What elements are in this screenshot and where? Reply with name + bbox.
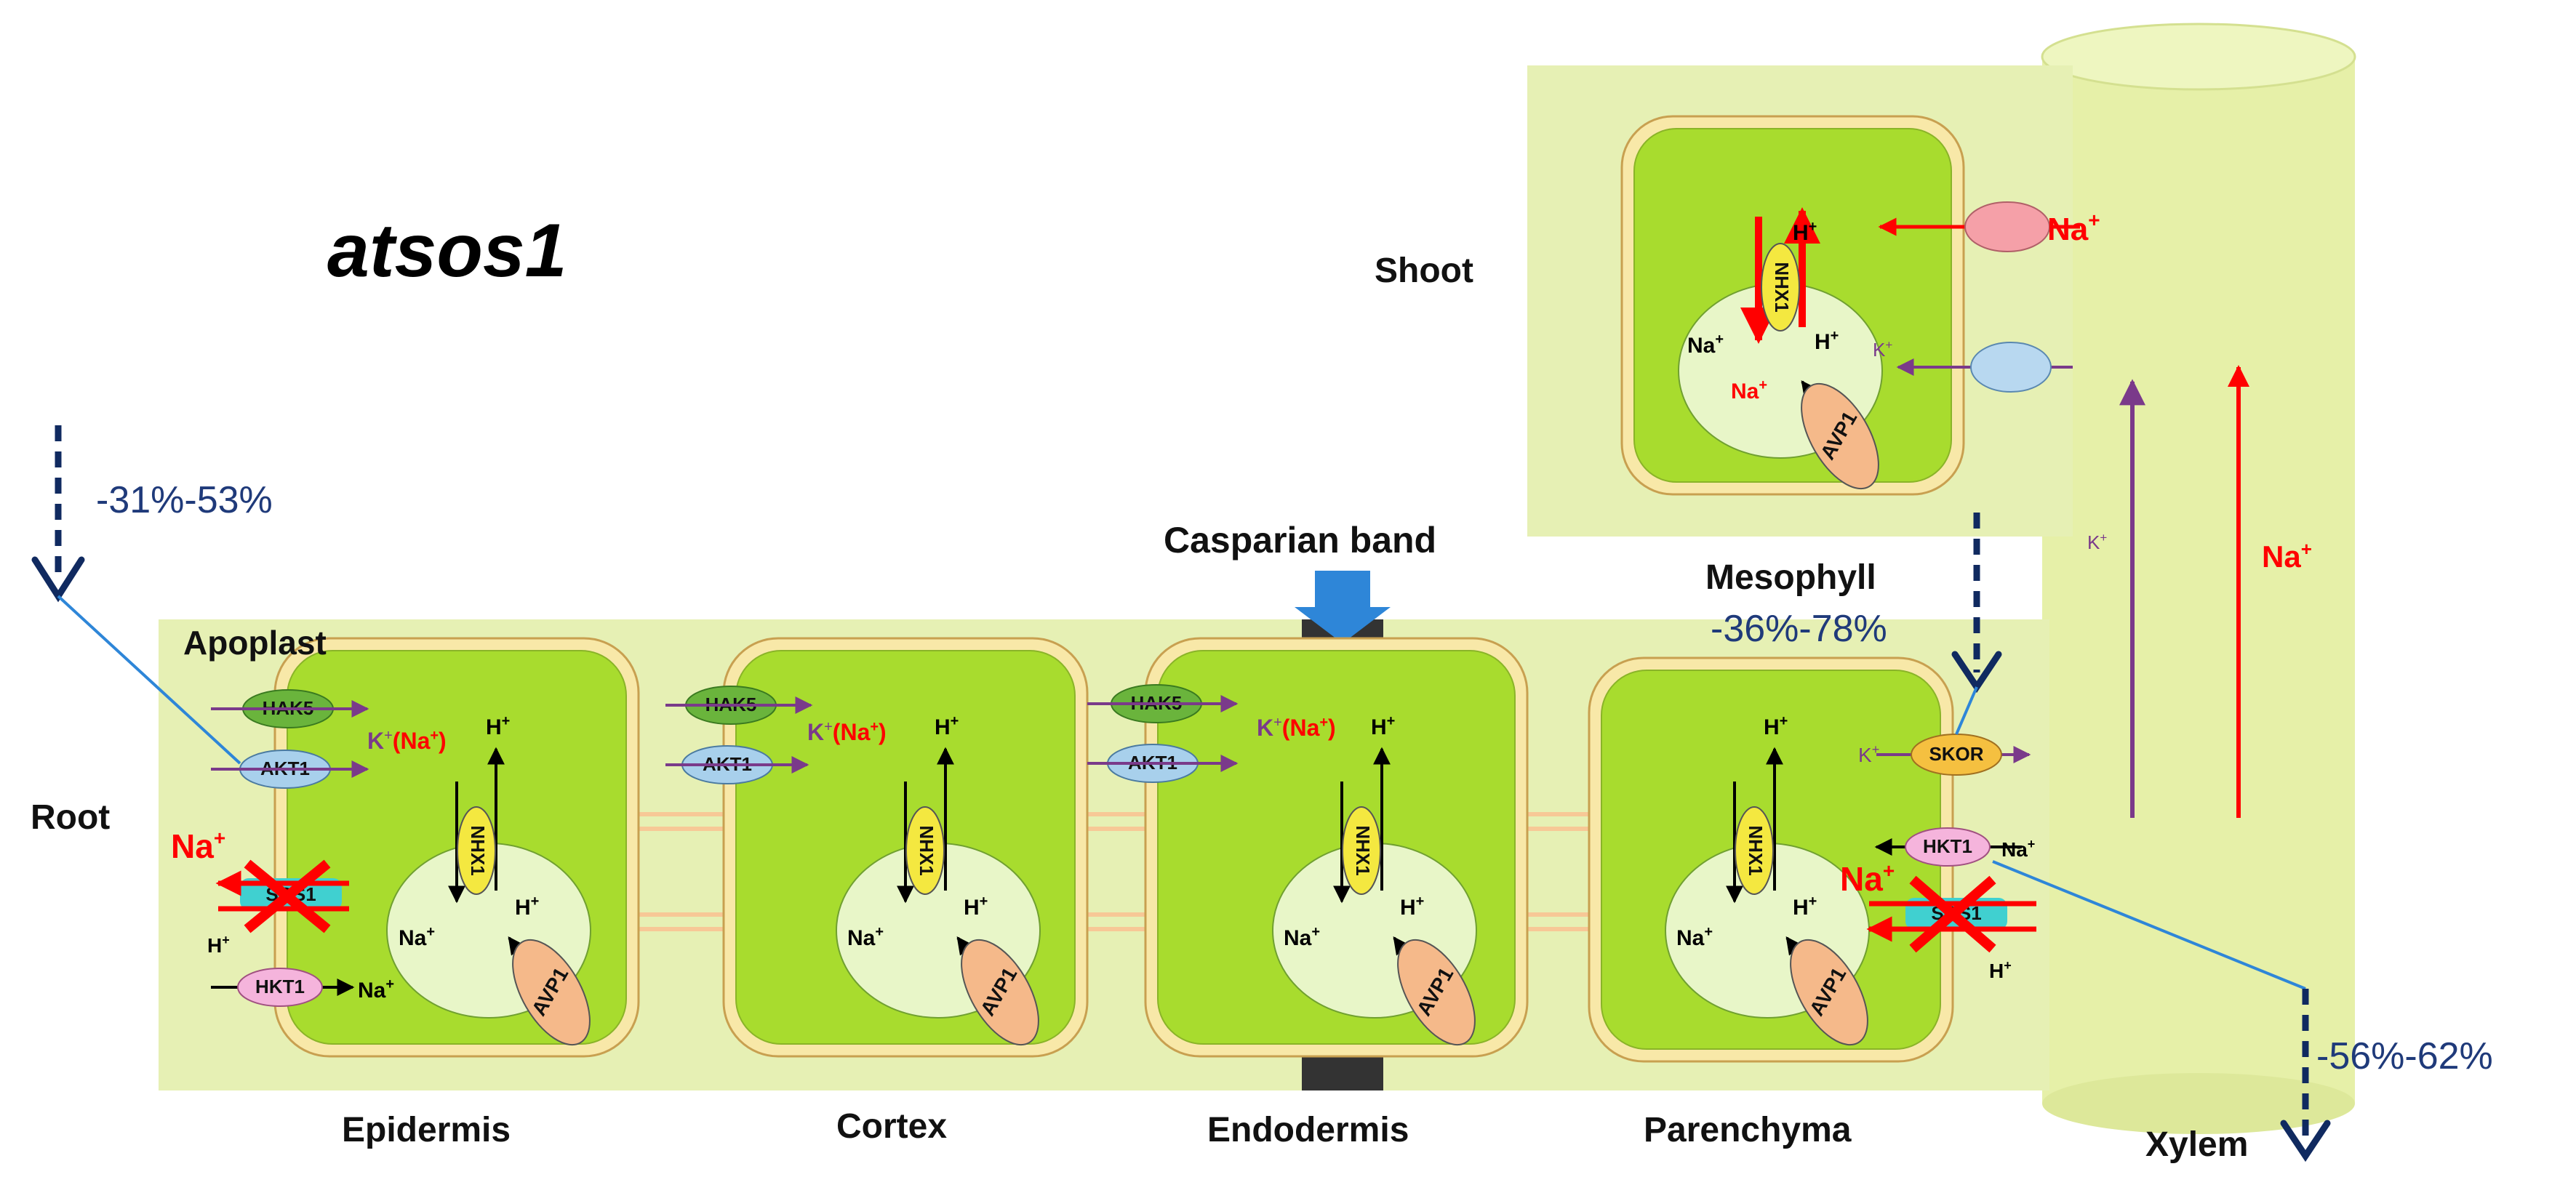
svg-text:HKT1: HKT1 [1923, 835, 1972, 857]
flux-arrow-mesophyll [1951, 513, 2002, 735]
svg-text:NHX1: NHX1 [1771, 262, 1793, 312]
svg-text:Na+: Na+ [1284, 924, 1320, 950]
svg-text:H+: H+ [1400, 893, 1424, 920]
label-shoot: Shoot [1375, 252, 1473, 290]
plasmodesmata [629, 812, 1600, 931]
percent-xylem: -56%-62% [2316, 1035, 2493, 1077]
sos1-parenchyma: SOS1 Na+ H+ [1840, 859, 2036, 982]
skor-channel: SKOR K+ [1858, 734, 2031, 776]
flux-arrow-root-uptake [31, 425, 241, 765]
svg-text:H+: H+ [1793, 219, 1817, 245]
svg-text:NHX1: NHX1 [916, 825, 937, 875]
shoot-sodium-transporter: Na+ [1878, 201, 2100, 252]
svg-text:H+: H+ [1793, 893, 1817, 920]
cell-ion-labels: H+ H+ Na+ H+ H+ Na+ H+ H+ Na+ H+ H+ Na+ [399, 713, 1817, 950]
diagram-title: atsos1 [327, 209, 567, 293]
xylem-cylinder [2041, 23, 2356, 1134]
svg-text:Na+: Na+ [847, 924, 884, 950]
label-apoplast: Apoplast [183, 624, 327, 662]
svg-text:K+: K+ [1858, 742, 1879, 766]
label-root: Root [31, 798, 110, 837]
label-xylem: Xylem [2145, 1125, 2248, 1164]
svg-text:H+: H+ [207, 933, 230, 957]
svg-text:H+: H+ [1815, 328, 1839, 354]
shoot-potassium-transporter: K+ [1873, 338, 2073, 393]
svg-text:NHX1: NHX1 [467, 825, 489, 875]
potassium-sodium-labels: K+(Na+) K+(Na+) K+(Na+) [367, 715, 1336, 754]
nhx1-protein: NHX1 NHX1 NHX1 NHX1 NHX1 [457, 243, 1800, 895]
svg-text:Na+: Na+ [358, 976, 394, 1003]
svg-text:K+: K+ [1873, 338, 1892, 361]
xylem-transport: K+ Na+ [2087, 365, 2312, 818]
flux-arrow-xylem [1992, 860, 2331, 1162]
svg-text:NHX1: NHX1 [1352, 825, 1374, 875]
avp1-protein: AVP1 AVP1 AVP1 AVP1 AVP1 [512, 382, 1879, 1046]
mesophyll-ion-labels: H+ H+ Na+ Na+ [1687, 219, 1839, 403]
sos1-epidermis: SOS1 Na+ H+ [171, 827, 349, 957]
svg-text:H+: H+ [1371, 713, 1395, 739]
label-cortex: Cortex [836, 1107, 947, 1146]
percent-mesophyll: -36%-78% [1711, 608, 1887, 650]
svg-text:K+(Na+): K+(Na+) [807, 719, 887, 745]
percent-root-uptake: -31%-53% [96, 479, 273, 521]
svg-text:Na+: Na+ [1676, 924, 1713, 950]
svg-text:H+: H+ [935, 713, 959, 739]
svg-text:Na+: Na+ [399, 924, 435, 950]
svg-text:Na+: Na+ [2001, 837, 2035, 861]
label-casparian-band: Casparian band [1164, 520, 1436, 561]
hkt1-epidermis: HKT1 Na+ [211, 968, 394, 1007]
svg-text:H+: H+ [1989, 958, 2012, 982]
potassium-influx-arrows [211, 695, 1239, 778]
cross-out-mark [244, 859, 331, 933]
svg-text:K+: K+ [2087, 531, 2107, 553]
label-mesophyll: Mesophyll [1705, 558, 1876, 597]
hkt1-parenchyma: HKT1 Na+ [1874, 827, 2035, 867]
svg-text:SKOR: SKOR [1929, 743, 1983, 765]
svg-text:HKT1: HKT1 [255, 976, 305, 997]
svg-text:H+: H+ [486, 713, 510, 739]
svg-text:Na+: Na+ [1731, 377, 1767, 403]
svg-text:H+: H+ [515, 893, 539, 920]
svg-text:H+: H+ [1764, 713, 1788, 739]
cross-out-mark [1909, 875, 1996, 953]
svg-text:Na+: Na+ [171, 827, 225, 865]
label-parenchyma: Parenchyma [1644, 1111, 1852, 1149]
svg-text:NHX1: NHX1 [1745, 825, 1767, 875]
svg-text:Na+: Na+ [2047, 209, 2100, 247]
svg-text:K+(Na+): K+(Na+) [1257, 715, 1336, 741]
svg-text:K+(Na+): K+(Na+) [367, 728, 447, 754]
label-endodermis: Endodermis [1207, 1111, 1409, 1149]
svg-text:Na+: Na+ [2262, 538, 2312, 574]
label-epidermis: Epidermis [342, 1111, 511, 1149]
svg-text:Na+: Na+ [1840, 859, 1895, 898]
svg-text:Na+: Na+ [1687, 332, 1724, 358]
svg-text:H+: H+ [964, 893, 988, 920]
